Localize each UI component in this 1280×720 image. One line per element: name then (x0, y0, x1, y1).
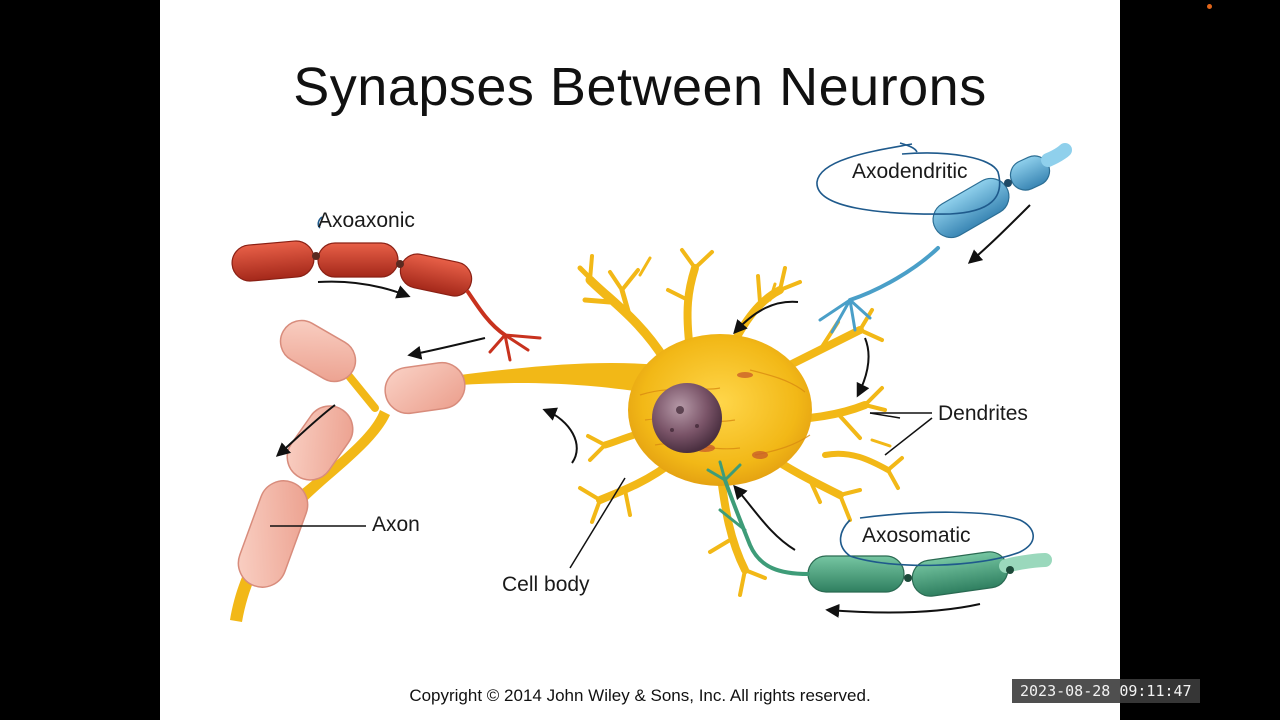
signal-direction-arrows (275, 204, 1031, 618)
neuron-synapse-diagram (230, 142, 1072, 622)
presentation-slide: Synapses Between Neurons (160, 0, 1120, 720)
label-axon: Axon (372, 513, 420, 536)
axodendritic-presynaptic-axon (818, 143, 1072, 334)
label-axodendritic: Axodendritic (852, 160, 968, 183)
label-axoaxonic: Axoaxonic (318, 209, 415, 232)
label-dendrites: Dendrites (938, 402, 1028, 425)
axosomatic-presynaptic-axon (706, 460, 1052, 597)
recording-indicator-icon (1207, 4, 1212, 9)
copyright-notice: Copyright © 2014 John Wiley & Sons, Inc.… (409, 686, 871, 705)
axoaxonic-presynaptic-axon (231, 240, 542, 362)
cell-body-soma (628, 334, 812, 486)
handwritten-annotations (317, 142, 1034, 567)
myelin-sheath (237, 319, 466, 588)
label-leader-lines (270, 412, 933, 569)
label-axosomatic: Axosomatic (862, 524, 971, 547)
recording-timestamp: 2023-08-28 09:11:47 (1012, 679, 1200, 703)
slide-title: Synapses Between Neurons (293, 57, 987, 117)
nucleus (652, 383, 722, 453)
label-cell-body: Cell body (502, 573, 590, 596)
